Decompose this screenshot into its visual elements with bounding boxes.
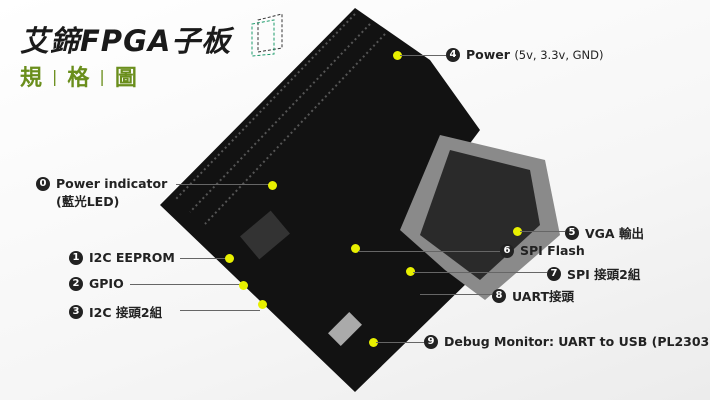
number-badge: 2 (69, 276, 83, 291)
callout-label: SPI Flash (520, 243, 585, 258)
callout-uart-header: 8 UART接頭 (492, 286, 574, 305)
callout-gpio: 2 GPIO (69, 276, 124, 291)
subtitle-char: 格 (67, 66, 92, 91)
number-badge: 5 (565, 225, 579, 240)
marker-dot (225, 254, 234, 263)
callout-label: SPI 接頭2組 (567, 267, 641, 282)
leader-line (180, 258, 228, 259)
callout-i2c-eeprom: 1 I2C EEPROM (69, 250, 175, 265)
marker-dot (351, 244, 360, 253)
marker-dot (393, 51, 402, 60)
callout-vga: 5 VGA 輸出 (565, 223, 644, 242)
leader-line (413, 272, 547, 273)
callout-label: UART接頭 (512, 289, 575, 304)
logo-frame-icon (257, 13, 283, 53)
leader-line (520, 231, 565, 232)
chip (240, 210, 290, 260)
callout-debug-monitor: 9 Debug Monitor: UART to USB (PL2303) (424, 334, 710, 349)
leader-line (130, 284, 240, 285)
page-title: 艾鍗FPGA子板 (20, 24, 232, 58)
logo-frame-icon (251, 19, 275, 57)
number-badge: 3 (69, 304, 83, 319)
callout-detail: (5v, 3.3v, GND) (514, 47, 604, 62)
callout-power-indicator: 0 Power indicator (藍光LED) (36, 176, 167, 210)
leader-line (400, 55, 446, 56)
marker-dot (406, 267, 415, 276)
number-badge: 0 (36, 176, 50, 191)
leader-line (176, 184, 270, 185)
leader-line (420, 294, 492, 295)
subtitle-char: 圖 (114, 66, 139, 91)
number-badge: 4 (446, 47, 460, 62)
marker-dot (369, 338, 378, 347)
marker-dot (258, 300, 267, 309)
number-badge: 1 (69, 250, 83, 265)
number-badge: 9 (424, 334, 438, 349)
marker-dot (268, 181, 277, 190)
callout-label: I2C EEPROM (89, 250, 175, 265)
leader-line (358, 251, 500, 252)
callout-label: Power (466, 47, 510, 62)
number-badge: 7 (547, 266, 561, 281)
callout-spi-flash: 6 SPI Flash (500, 243, 585, 258)
callout-label: Debug Monitor: UART to USB (PL2303) (444, 334, 710, 349)
callout-power: 4 Power (5v, 3.3v, GND) (446, 47, 604, 62)
callout-label: I2C 接頭2組 (89, 305, 163, 320)
callout-i2c-header: 3 I2C 接頭2組 (69, 302, 162, 321)
number-badge: 6 (500, 243, 514, 258)
marker-dot (513, 227, 522, 236)
usb-connector (328, 312, 362, 346)
leader-line (376, 342, 424, 343)
subtitle-char: 規 (20, 66, 45, 91)
marker-dot (239, 281, 248, 290)
callout-label: GPIO (89, 276, 124, 291)
pcb (160, 8, 480, 392)
callout-sublabel: (藍光LED) (56, 194, 120, 209)
number-badge: 8 (492, 288, 506, 303)
callout-spi-header: 7 SPI 接頭2組 (547, 264, 640, 283)
page-subtitle: 規|格|圖 (20, 66, 139, 91)
leader-line (180, 310, 260, 311)
callout-label: Power indicator (56, 176, 168, 191)
callout-label: VGA 輸出 (585, 226, 644, 241)
